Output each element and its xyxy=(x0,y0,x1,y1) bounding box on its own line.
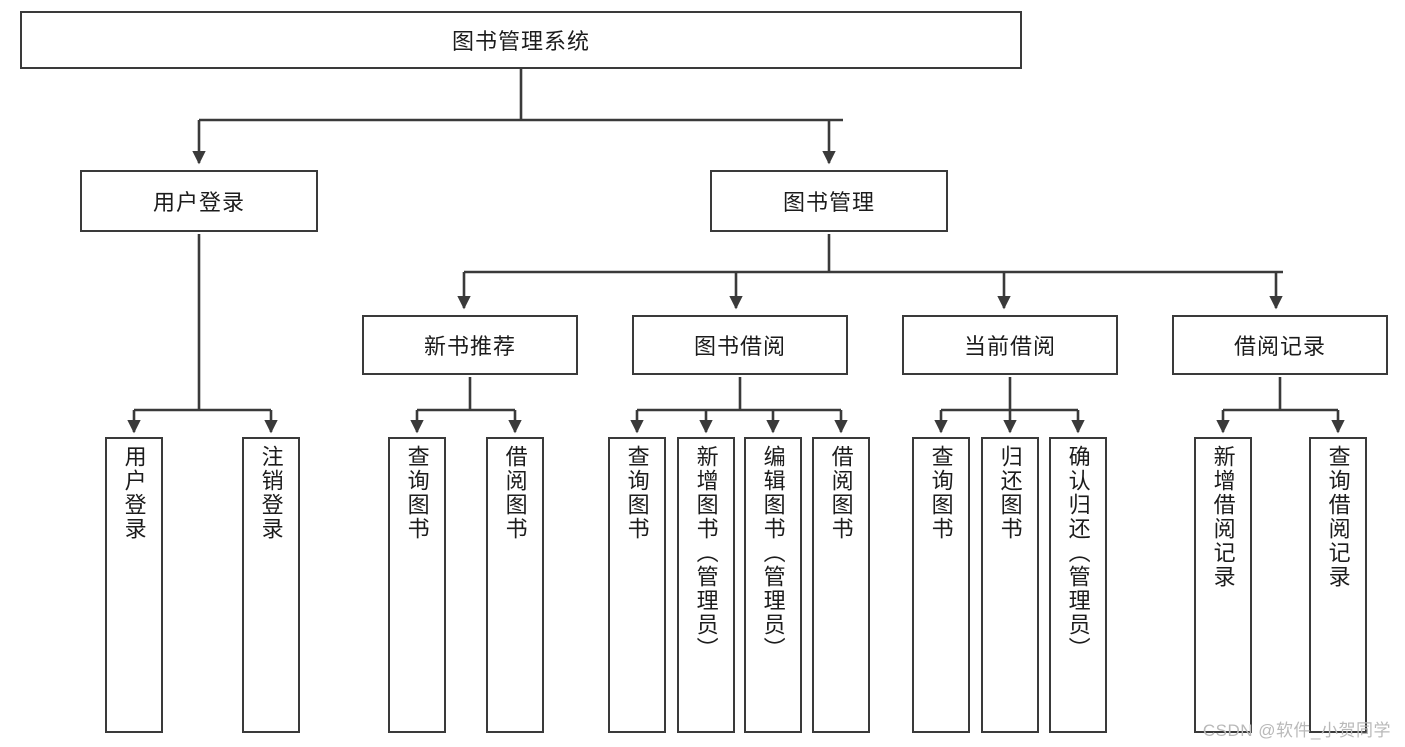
node-label: 归还图书 xyxy=(997,445,1023,541)
node-book-borrow[interactable]: 图书借阅 xyxy=(632,315,848,375)
node-label: 确认归还（管理员） xyxy=(1065,445,1091,661)
node-book-management[interactable]: 图书管理 xyxy=(710,170,948,232)
leaf-new-book-borrow-book[interactable]: 借阅图书 xyxy=(486,437,544,733)
node-new-book-recommend[interactable]: 新书推荐 xyxy=(362,315,578,375)
leaf-borrow-record-add-record[interactable]: 新增借阅记录 xyxy=(1194,437,1252,733)
node-label: 新增借阅记录 xyxy=(1210,445,1236,589)
leaf-book-borrow-query-book[interactable]: 查询图书 xyxy=(608,437,666,733)
leaf-current-borrow-confirm-return-admin[interactable]: 确认归还（管理员） xyxy=(1049,437,1107,733)
node-label: 查询借阅记录 xyxy=(1325,445,1351,589)
node-label: 新增图书（管理员） xyxy=(693,445,719,661)
node-label: 编辑图书（管理员） xyxy=(760,445,786,661)
node-current-borrow[interactable]: 当前借阅 xyxy=(902,315,1118,375)
node-label: 图书管理系统 xyxy=(451,29,590,54)
leaf-user-login-login[interactable]: 用户登录 xyxy=(105,437,163,733)
node-label: 图书管理 xyxy=(782,190,875,215)
leaf-book-borrow-add-book-admin[interactable]: 新增图书（管理员） xyxy=(677,437,735,733)
node-label: 用户登录 xyxy=(121,445,147,541)
node-label: 借阅图书 xyxy=(828,445,854,541)
leaf-new-book-query-book[interactable]: 查询图书 xyxy=(388,437,446,733)
node-label: 查询图书 xyxy=(404,445,430,541)
node-label: 查询图书 xyxy=(928,445,954,541)
node-label: 借阅图书 xyxy=(502,445,528,541)
node-label: 借阅记录 xyxy=(1233,334,1326,359)
node-label: 注销登录 xyxy=(258,445,284,541)
node-label: 当前借阅 xyxy=(963,334,1056,359)
leaf-user-login-logout[interactable]: 注销登录 xyxy=(242,437,300,733)
node-label: 新书推荐 xyxy=(423,334,516,359)
leaf-book-borrow-edit-book-admin[interactable]: 编辑图书（管理员） xyxy=(744,437,802,733)
node-label: 图书借阅 xyxy=(693,334,786,359)
node-label: 用户登录 xyxy=(152,190,245,215)
node-root-book-management-system[interactable]: 图书管理系统 xyxy=(20,11,1022,69)
leaf-borrow-record-query-record[interactable]: 查询借阅记录 xyxy=(1309,437,1367,733)
node-user-login[interactable]: 用户登录 xyxy=(80,170,318,232)
leaf-current-borrow-query-book[interactable]: 查询图书 xyxy=(912,437,970,733)
leaf-current-borrow-return-book[interactable]: 归还图书 xyxy=(981,437,1039,733)
leaf-book-borrow-borrow-book[interactable]: 借阅图书 xyxy=(812,437,870,733)
csdn-watermark: CSDN @软件_小贺同学 xyxy=(1202,721,1391,740)
node-label: 查询图书 xyxy=(624,445,650,541)
node-borrow-record[interactable]: 借阅记录 xyxy=(1172,315,1388,375)
